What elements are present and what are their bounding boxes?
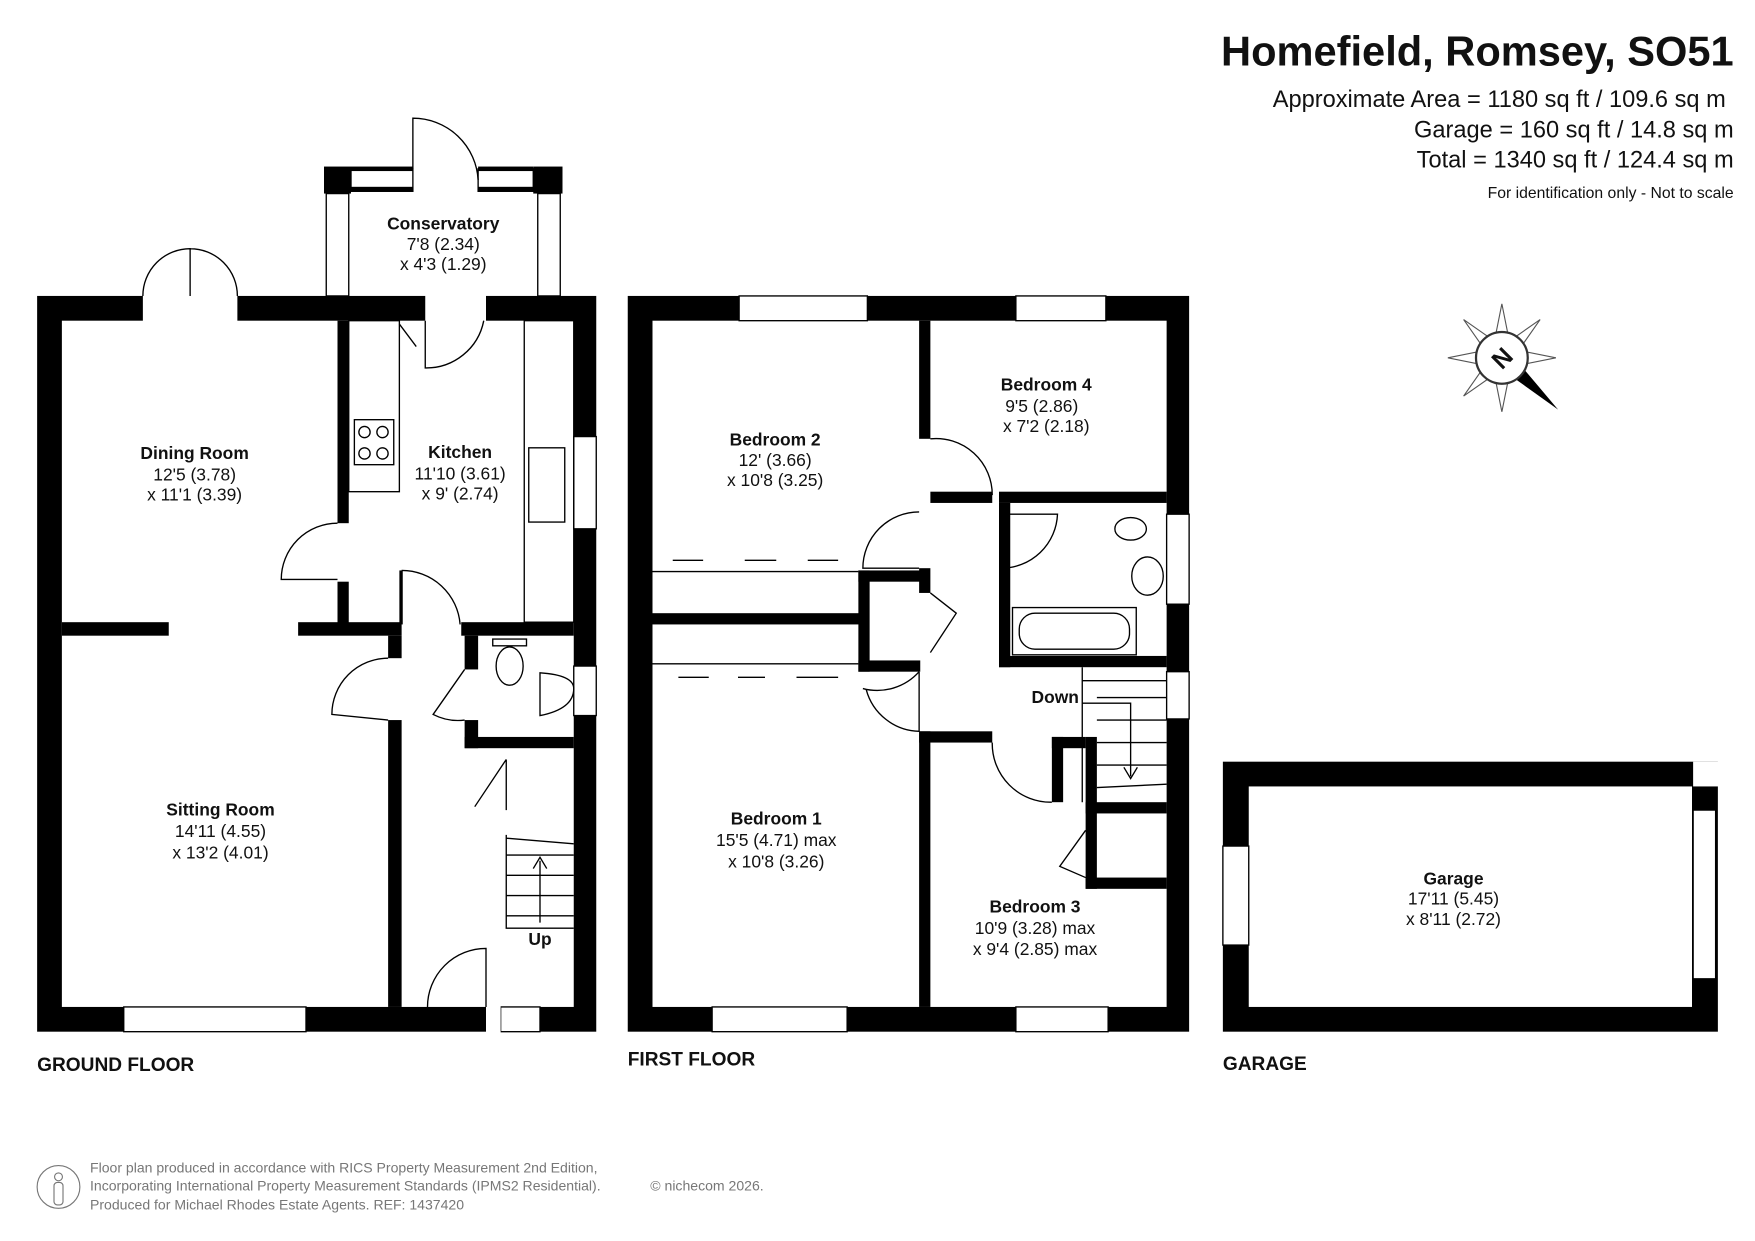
- stairs-up-label: Up: [528, 929, 551, 949]
- footer-line-3: Produced for Michael Rhodes Estate Agent…: [90, 1196, 464, 1212]
- room-garage: Garage 17'11 (5.45) x 8'11 (2.72): [1406, 868, 1501, 929]
- svg-text:11'10 (3.61): 11'10 (3.61): [415, 463, 506, 483]
- svg-text:7'8 (2.34): 7'8 (2.34): [407, 234, 480, 254]
- svg-text:x 7'2 (2.18): x 7'2 (2.18): [1003, 416, 1090, 436]
- svg-text:Kitchen: Kitchen: [428, 442, 492, 462]
- room-bedroom-4: Bedroom 4 9'5 (2.86) x 7'2 (2.18): [1001, 374, 1092, 436]
- svg-text:Sitting Room: Sitting Room: [166, 800, 274, 820]
- person-icon: [36, 1165, 81, 1209]
- svg-text:x 10'8 (3.25): x 10'8 (3.25): [727, 470, 823, 490]
- svg-text:Bedroom 4: Bedroom 4: [1001, 374, 1092, 394]
- svg-text:x 9'4 (2.85) max: x 9'4 (2.85) max: [973, 939, 1098, 959]
- compass-icon: N: [1447, 303, 1559, 412]
- svg-text:Bedroom 3: Bedroom 3: [990, 896, 1081, 916]
- svg-text:x 8'11 (2.72): x 8'11 (2.72): [1406, 909, 1501, 929]
- room-conservatory: Conservatory 7'8 (2.34) x 4'3 (1.29): [387, 214, 500, 275]
- window: [738, 295, 869, 322]
- svg-text:12'5 (3.78): 12'5 (3.78): [153, 464, 236, 484]
- approx-area: Approximate Area = 1180 sq ft / 109.6 sq…: [1273, 87, 1726, 113]
- svg-text:14'11 (4.55): 14'11 (4.55): [175, 821, 266, 841]
- svg-text:x 9' (2.74): x 9' (2.74): [422, 484, 499, 504]
- total-area: Total = 1340 sq ft / 124.4 sq m: [1417, 148, 1734, 174]
- first-floor-plan: Down Bedroom 2 12' (3.66) x 10'8 (3.25) …: [627, 295, 1190, 1070]
- svg-text:Dining Room: Dining Room: [140, 443, 248, 463]
- room-bedroom-2: Bedroom 2 12' (3.66) x 10'8 (3.25): [727, 430, 823, 491]
- title: Homefield, Romsey, SO51: [1221, 27, 1734, 74]
- window: [1222, 845, 1250, 946]
- garage-area: Garage = 160 sq ft / 14.8 sq m: [1414, 117, 1734, 143]
- svg-text:12' (3.66): 12' (3.66): [739, 450, 812, 470]
- window: [1165, 671, 1190, 720]
- window: [499, 1006, 541, 1033]
- disclaimer: For identification only - Not to scale: [1488, 185, 1734, 202]
- svg-text:x 10'8 (3.26): x 10'8 (3.26): [728, 851, 824, 871]
- garage-plan: Garage 17'11 (5.45) x 8'11 (2.72) GARAGE: [1222, 761, 1719, 1075]
- svg-text:Conservatory: Conservatory: [387, 214, 500, 234]
- first-floor-label: FIRST FLOOR: [628, 1049, 756, 1070]
- svg-text:Garage: Garage: [1423, 868, 1483, 888]
- window: [1015, 295, 1107, 322]
- room-dining-room: Dining Room 12'5 (3.78) x 11'1 (3.39): [140, 443, 248, 505]
- svg-text:x 4'3 (1.29): x 4'3 (1.29): [400, 254, 487, 274]
- svg-text:x 11'1 (3.39): x 11'1 (3.39): [147, 485, 242, 505]
- svg-text:Bedroom 2: Bedroom 2: [730, 430, 821, 450]
- ground-floor-plan: Up Conservatory 7'8 (2.34) x 4'3 (1.29) …: [37, 117, 597, 1076]
- svg-text:9'5 (2.86): 9'5 (2.86): [1005, 396, 1078, 416]
- svg-text:17'11 (5.45): 17'11 (5.45): [1408, 889, 1499, 909]
- header: Homefield, Romsey, SO51 Approximate Area…: [1221, 27, 1734, 202]
- svg-text:15'5 (4.71) max: 15'5 (4.71) max: [716, 830, 837, 850]
- footer: Floor plan produced in accordance with R…: [36, 1159, 764, 1212]
- conservatory: [324, 117, 563, 297]
- wardrobe: [652, 559, 859, 678]
- room-kitchen: Kitchen 11'10 (3.61) x 9' (2.74): [415, 442, 506, 504]
- window: [711, 1006, 848, 1033]
- svg-text:10'9 (3.28) max: 10'9 (3.28) max: [975, 918, 1096, 938]
- garage-label: GARAGE: [1223, 1054, 1307, 1075]
- window: [123, 1006, 307, 1033]
- svg-text:Bedroom 1: Bedroom 1: [731, 809, 822, 829]
- stairs: [1081, 667, 1167, 803]
- window: [573, 435, 597, 530]
- footer-line-2: Incorporating International Property Mea…: [90, 1177, 601, 1193]
- stairs-down-label: Down: [1032, 687, 1079, 707]
- svg-text:x 13'2 (4.01): x 13'2 (4.01): [172, 842, 268, 862]
- room-bedroom-3: Bedroom 3 10'9 (3.28) max x 9'4 (2.85) m…: [973, 896, 1098, 959]
- footer-line-1: Floor plan produced in accordance with R…: [90, 1159, 598, 1175]
- room-sitting-room: Sitting Room 14'11 (4.55) x 13'2 (4.01): [166, 800, 274, 863]
- room-bedroom-1: Bedroom 1 15'5 (4.71) max x 10'8 (3.26): [716, 809, 837, 872]
- garage-door: [1692, 809, 1717, 980]
- ground-floor-label: GROUND FLOOR: [37, 1055, 194, 1076]
- stairs: [505, 834, 574, 929]
- window: [1015, 1006, 1109, 1033]
- window: [1165, 513, 1190, 605]
- window: [573, 665, 597, 717]
- footer-copyright: © nichecom 2026.: [650, 1177, 763, 1193]
